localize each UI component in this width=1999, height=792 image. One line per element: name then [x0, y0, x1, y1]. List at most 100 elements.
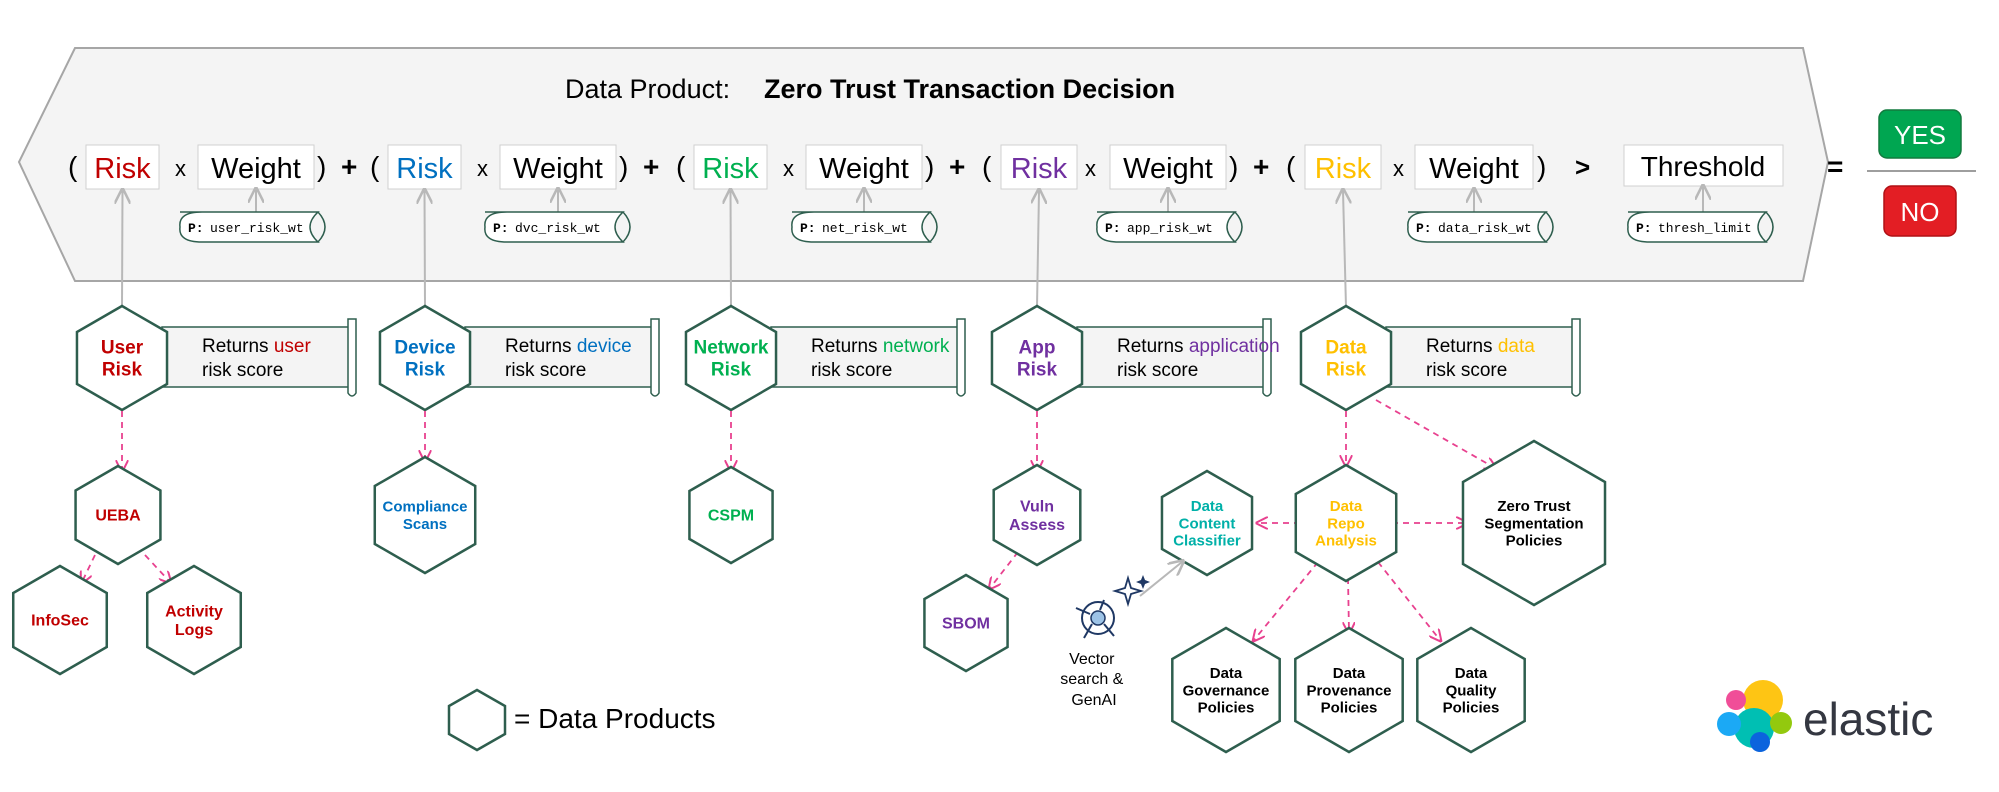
hexagon-shape [74, 464, 162, 566]
open-paren: ( [370, 151, 380, 182]
weight-param-tag[interactable]: P:dvc_risk_wt [484, 211, 631, 243]
hexagon-label: SBOM [942, 616, 990, 633]
hexagon-shape [75, 304, 169, 412]
infosec-hexagon[interactable]: InfoSec [11, 564, 109, 676]
scroll-curl [347, 318, 357, 397]
hexagon-shape [373, 455, 477, 575]
weight-label: Weight [819, 153, 909, 185]
weight-param-tag[interactable]: P: user_risk_wt [179, 211, 326, 243]
returns-text-line1: Returns data [1426, 336, 1535, 357]
close-paren: ) [619, 151, 628, 182]
threshold-param-scroll[interactable]: P: thresh_limit [1627, 211, 1774, 243]
param-scroll-curl [622, 211, 631, 243]
risk-box[interactable] [1304, 144, 1382, 190]
equals-operator: = [1827, 151, 1843, 182]
param-scroll-curl [1765, 211, 1774, 243]
hexagon-shape [1160, 469, 1254, 577]
returns-text-line2: risk score [811, 360, 892, 381]
hexagon-shape [688, 465, 774, 565]
weight-param-tag[interactable]: P:net_risk_wt [791, 211, 938, 243]
vector-search-arrow [1139, 562, 1182, 597]
returns-text-line1: Returns user [202, 336, 311, 357]
hexagon-shape [923, 573, 1009, 673]
times-operator: x [1393, 156, 1404, 181]
cspm-hexagon[interactable]: CSPM [688, 465, 774, 565]
open-paren: ( [1286, 151, 1296, 182]
weight-box[interactable] [805, 144, 923, 190]
repo-to-quality-arrow [1377, 561, 1440, 640]
param-name: thresh_limit [1658, 221, 1752, 236]
vector-search-label: Vector search & GenAI [1060, 651, 1128, 709]
risk-box[interactable] [85, 144, 160, 190]
hexagon-shape [1294, 463, 1398, 583]
risk-source-arrow [1343, 191, 1346, 308]
elastic-wordmark: elastic [1803, 693, 1933, 745]
param-name: net_risk_wt [822, 221, 908, 236]
param-tag-prefix: P: [188, 221, 204, 236]
param-name: user_risk_wt [210, 221, 304, 236]
weight-box[interactable] [197, 144, 315, 190]
param-scroll-shape [179, 211, 320, 243]
param-tag-prefix: P: [1636, 221, 1652, 236]
ueba-hexagon[interactable]: UEBA [74, 464, 162, 566]
threshold-box[interactable] [1623, 144, 1784, 187]
weight-param-tag[interactable]: P:data_risk_wt [1407, 211, 1554, 243]
vector-search-genai-icon [1075, 574, 1150, 639]
plus-operator: + [341, 151, 357, 182]
returns-text-line2: risk score [505, 360, 586, 381]
open-paren: ( [982, 151, 992, 182]
hexagon-label: CSPM [708, 508, 754, 525]
ueba-to-infosec-arrow [82, 554, 96, 582]
scroll-curl [1262, 318, 1272, 397]
scroll-curl [1571, 318, 1581, 397]
weight-box[interactable] [1109, 144, 1227, 190]
plus-operator: + [1253, 151, 1269, 182]
legend: = Data Products [447, 688, 716, 752]
returns-text-line2: risk score [202, 360, 283, 381]
risk-box[interactable] [1000, 144, 1078, 190]
no-button[interactable]: NO [1883, 185, 1957, 237]
param-tag-prefix: P: [1416, 221, 1432, 236]
times-operator: x [1085, 156, 1096, 181]
hexagon-shape [1461, 439, 1607, 607]
weight-param-tag[interactable]: P:app_risk_wt [1096, 211, 1243, 243]
threshold-param-tag[interactable]: P: thresh_limit [1627, 211, 1774, 243]
hexagon-shape [145, 564, 243, 676]
risk-box[interactable] [693, 144, 768, 190]
vuln-to-sbom-arrow [990, 551, 1019, 588]
returns-text-line2: risk score [1117, 360, 1198, 381]
hexagon-shape [1294, 626, 1404, 754]
yes-button[interactable]: YES [1878, 109, 1962, 159]
hexagon-shape [1416, 626, 1526, 754]
param-scroll-curl [929, 211, 938, 243]
param-scroll-curl [317, 211, 326, 243]
sbom-hexagon[interactable]: SBOM [923, 573, 1009, 673]
param-scroll-curl [1545, 211, 1554, 243]
returns-text-line1: Returns network [811, 336, 950, 357]
weight-box[interactable] [499, 144, 617, 190]
risk-source-arrow [122, 191, 123, 308]
weight-box[interactable] [1414, 144, 1534, 190]
